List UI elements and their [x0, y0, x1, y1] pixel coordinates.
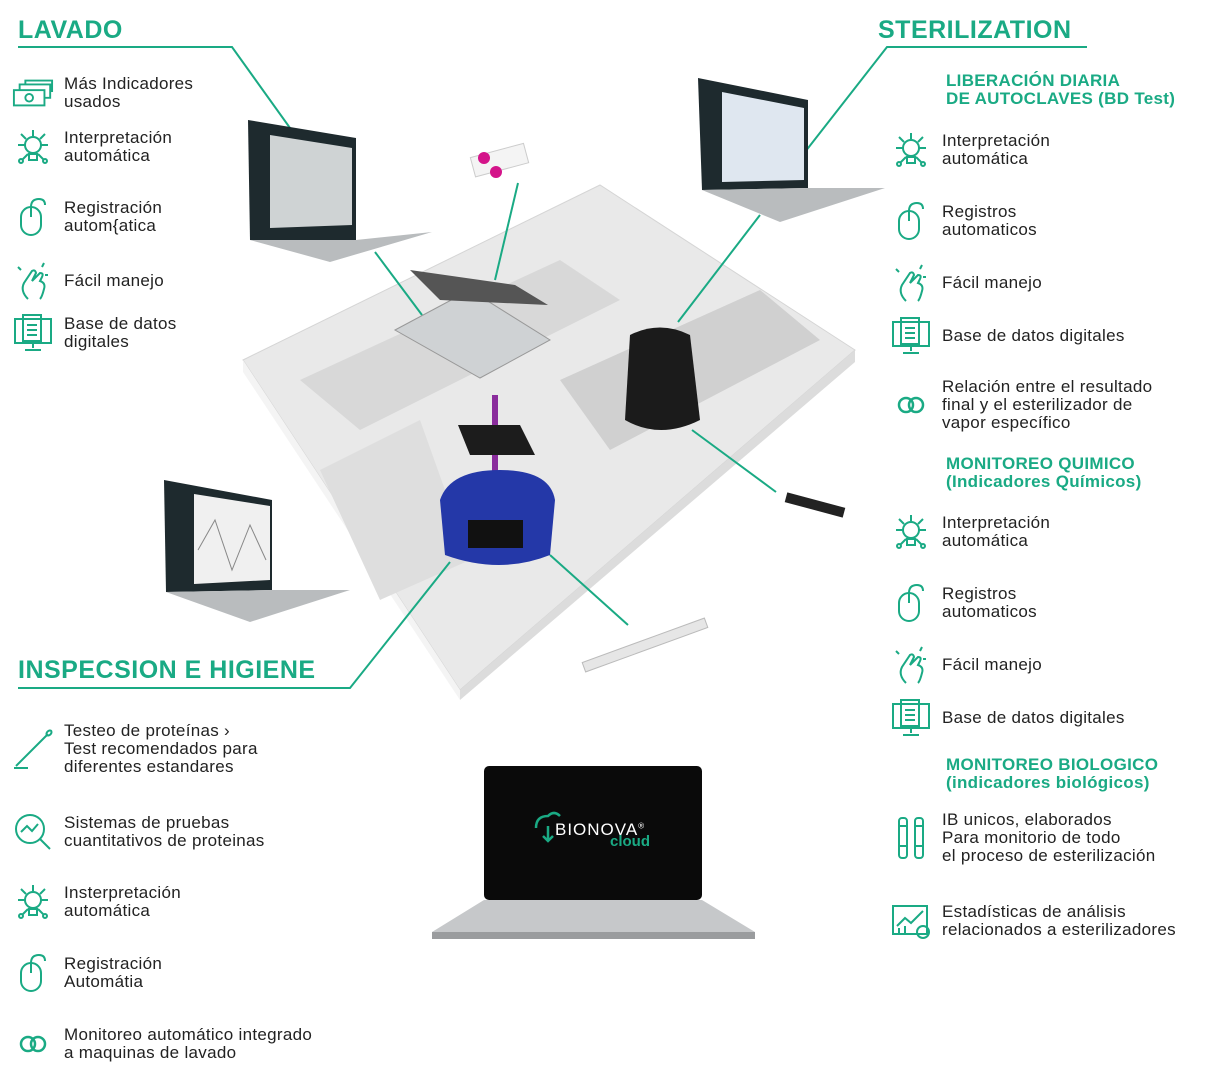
lavado-item: Base de datos digitales — [12, 312, 177, 354]
lightbulb-network-icon — [890, 511, 932, 553]
item-text: Fácil manejo — [942, 273, 1042, 292]
section-title-sterilization: STERILIZATION — [878, 16, 1072, 44]
sterilization-item: IB unicos, elaborados Para monitorio de … — [890, 811, 1155, 865]
link-icon — [12, 1023, 54, 1065]
item-text: Registros automaticos — [942, 584, 1037, 621]
item-text: Base de datos digitales — [942, 708, 1125, 727]
section-title-inspeccion: INSPECSION E HIGIENE — [18, 656, 316, 684]
laptop-lavado — [248, 120, 432, 262]
item-text: Relación entre el resultado final y el e… — [942, 377, 1153, 432]
touch-hand-icon — [890, 262, 932, 304]
reader-blue — [440, 395, 555, 565]
item-text: Monitoreo automático integrado a maquina… — [64, 1025, 313, 1062]
item-text: Más Indicadores usados — [64, 74, 194, 111]
touch-hand-icon — [890, 644, 932, 686]
mouse-icon — [890, 582, 932, 624]
lavado-item: Fácil manejo — [12, 260, 164, 302]
lavado-item: Más Indicadores usados — [12, 72, 193, 114]
item-text: Registración Automátia — [64, 954, 163, 991]
magnifier-chart-icon — [12, 811, 54, 853]
database-monitor-icon — [890, 315, 932, 357]
mouse-icon — [12, 952, 54, 994]
item-text: Sistemas de pruebas cuantitativos de pro… — [64, 813, 265, 850]
inspeccion-item: Sistemas de pruebas cuantitativos de pro… — [12, 811, 265, 853]
indicator-cards — [469, 142, 530, 178]
item-text: Insterpretación automática — [64, 883, 181, 920]
inspeccion-item: Insterpretación automática — [12, 881, 181, 923]
lavado-item: Registración autom{atica — [12, 196, 162, 238]
lavado-item: Interpretación automática — [12, 126, 172, 168]
sterilization-item: Registros automaticos — [890, 200, 1037, 242]
sterilization-item: Fácil manejo — [890, 644, 1042, 686]
database-monitor-icon — [12, 312, 54, 354]
section-title-lavado: LAVADO — [18, 16, 123, 44]
item-text: Base de datos digitales — [64, 314, 177, 351]
sterilization-subheading: MONITOREO BIOLOGICO (indicadores biológi… — [946, 755, 1159, 792]
swab-icon — [12, 728, 54, 770]
item-text: Estadísticas de análisis relacionados a … — [942, 902, 1176, 939]
inspeccion-item: Monitoreo automático integrado a maquina… — [12, 1023, 312, 1065]
mouse-icon — [890, 200, 932, 242]
sterilization-item: Relación entre el resultado final y el e… — [890, 378, 1152, 432]
inspeccion-item: Registración Automátia — [12, 952, 162, 994]
scanner-device — [393, 270, 551, 379]
bionova-logo: BIONOVA® — [555, 820, 646, 839]
money-stack-icon — [12, 72, 54, 114]
lightbulb-network-icon — [890, 129, 932, 171]
mouse-icon — [12, 196, 54, 238]
link-icon — [890, 384, 932, 426]
database-monitor-icon — [890, 697, 932, 739]
item-text: Fácil manejo — [64, 271, 164, 290]
item-text: Testeo de proteínas › Test recomendados … — [64, 721, 258, 776]
sterilization-item: Base de datos digitales — [890, 697, 1125, 739]
sterilization-subheading: MONITOREO QUIMICO (Indicadores Químicos) — [946, 454, 1142, 491]
item-text: Registración autom{atica — [64, 198, 163, 235]
statistics-icon — [890, 900, 932, 942]
sterilization-item: Estadísticas de análisis relacionados a … — [890, 900, 1176, 942]
sterilization-item: Interpretación automática — [890, 511, 1050, 553]
sterilization-item: Registros automaticos — [890, 582, 1037, 624]
sterilization-item: Fácil manejo — [890, 262, 1042, 304]
incubator-black — [625, 327, 700, 430]
item-text: Interpretación automática — [64, 128, 173, 165]
item-text: Registros automaticos — [942, 202, 1037, 239]
laptop-bionova — [432, 766, 755, 939]
item-text: Base de datos digitales — [942, 326, 1125, 345]
sterilization-item: Interpretación automática — [890, 129, 1050, 171]
inspeccion-item: Testeo de proteínas › Test recomendados … — [12, 722, 258, 776]
vials — [581, 492, 846, 673]
item-text: IB unicos, elaborados Para monitorio de … — [942, 810, 1156, 865]
floor-plan — [242, 184, 856, 700]
laptop-inspeccion — [164, 480, 350, 622]
item-text: Fácil manejo — [942, 655, 1042, 674]
item-text: Interpretación automática — [942, 513, 1051, 550]
item-text: Interpretación automática — [942, 131, 1051, 168]
lightbulb-network-icon — [12, 881, 54, 923]
sterilization-item: Base de datos digitales — [890, 315, 1125, 357]
sterilization-subheading: LIBERACIÓN DIARIA DE AUTOCLAVES (BD Test… — [946, 71, 1176, 108]
vials-icon — [890, 817, 932, 859]
laptop-sterilization — [698, 78, 885, 222]
lightbulb-network-icon — [12, 126, 54, 168]
touch-hand-icon — [12, 260, 54, 302]
bionova-logo-sub: cloud — [610, 833, 650, 850]
